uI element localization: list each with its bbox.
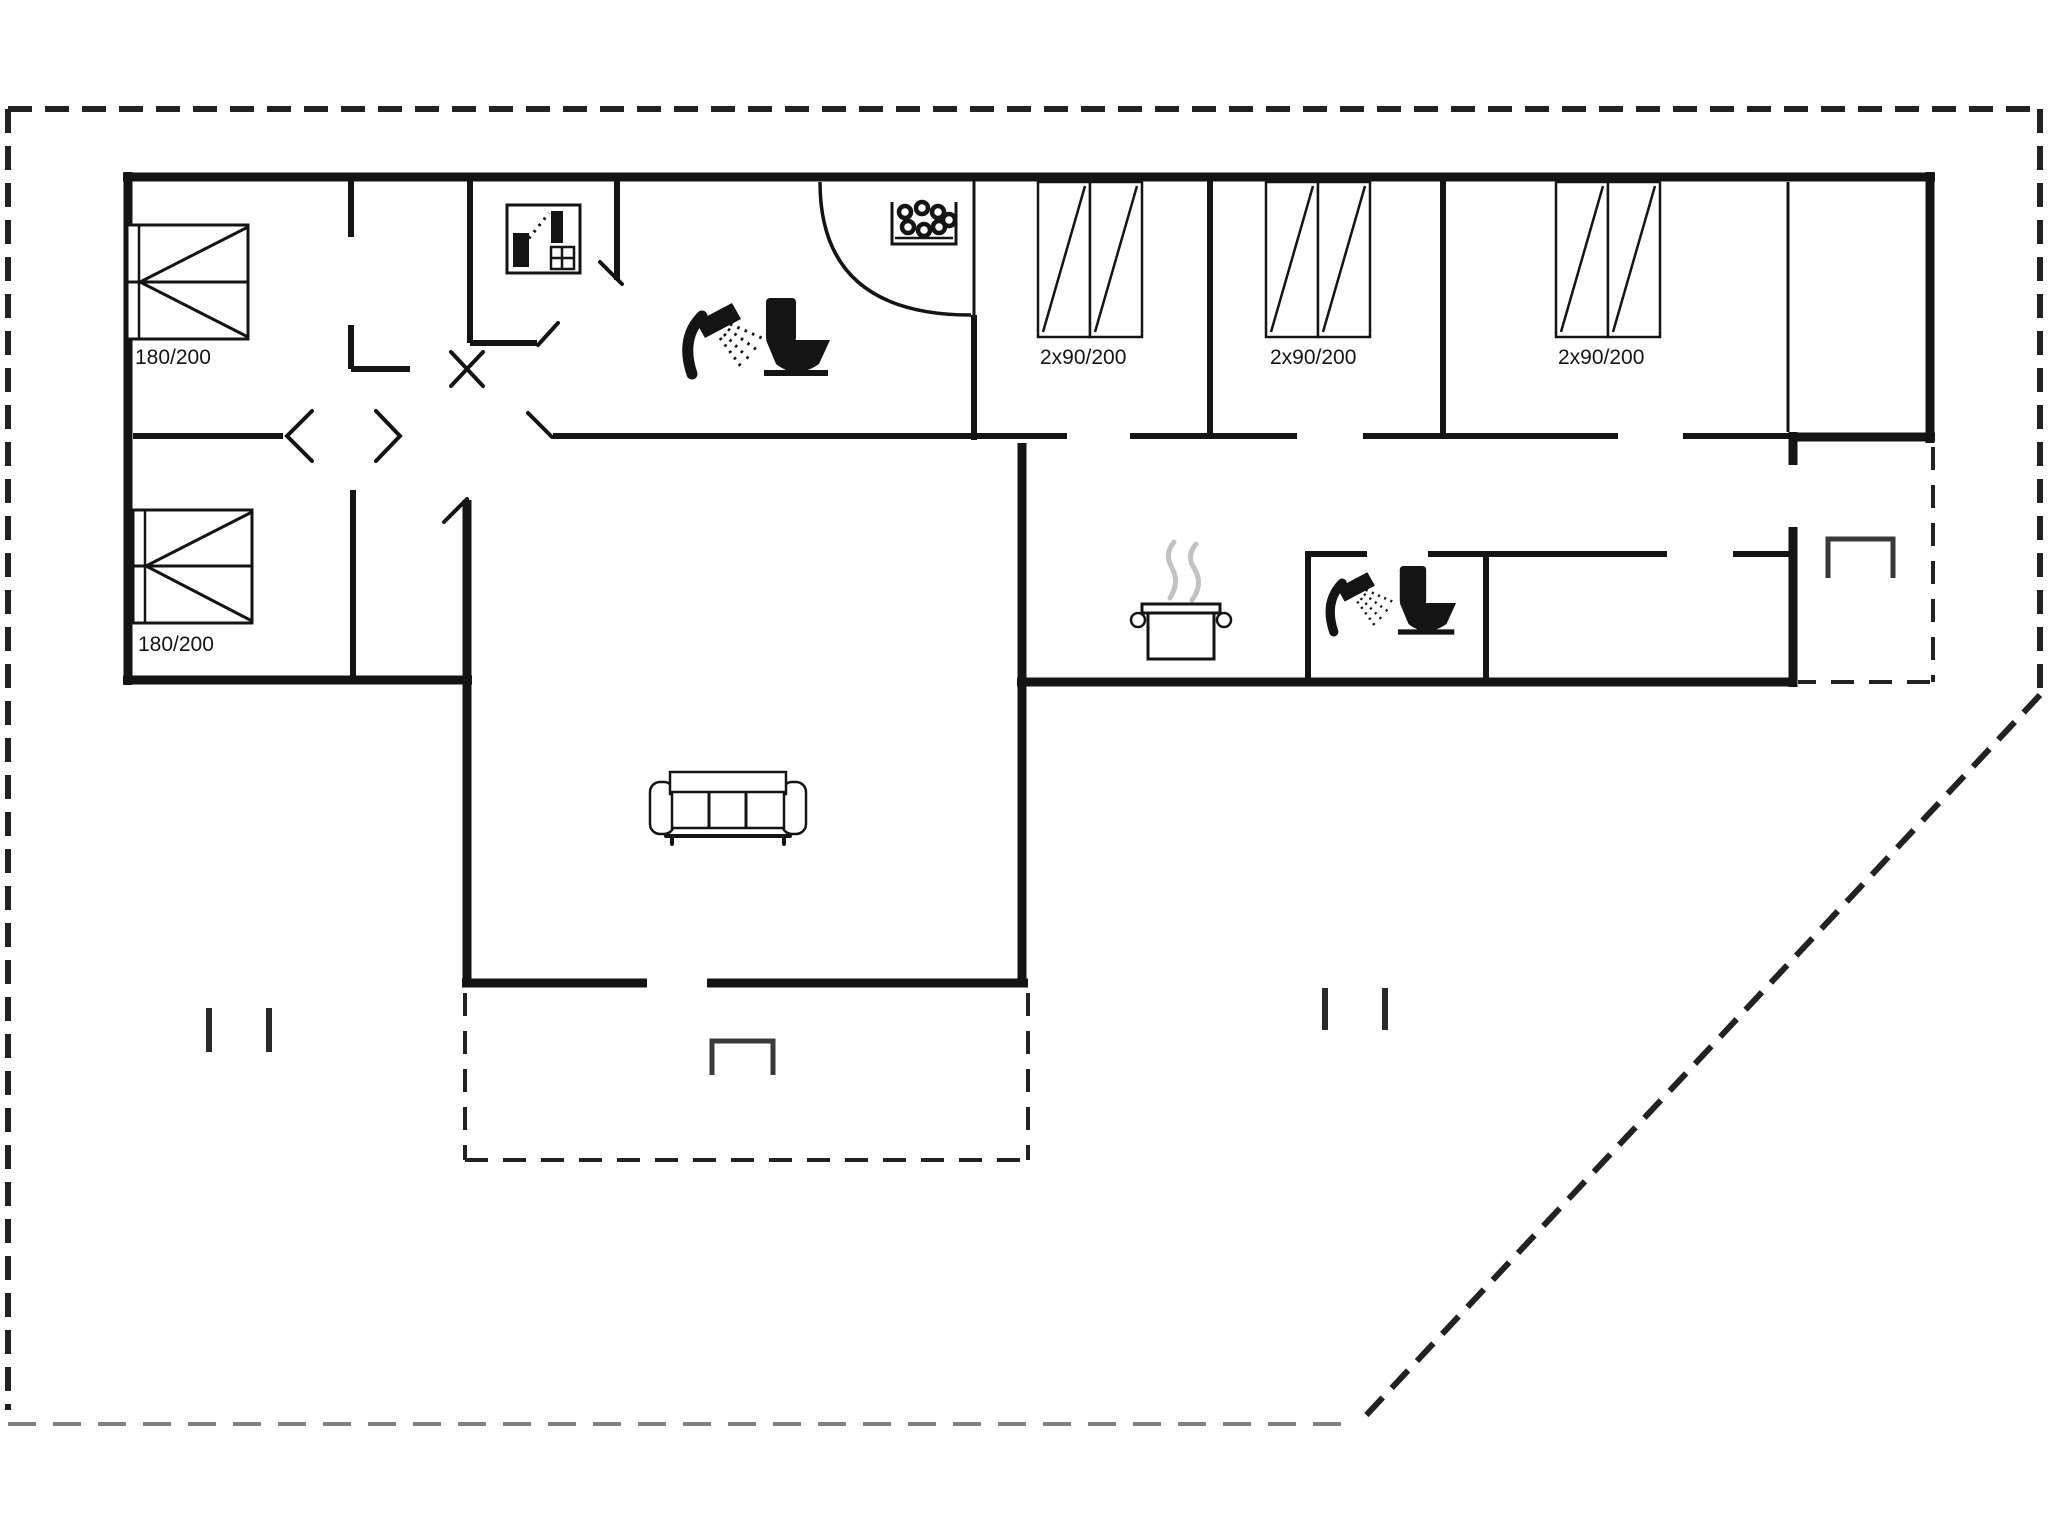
- double-bed-icon: [131, 508, 254, 625]
- bunk-bed-3-size-label: 2x90/200: [1558, 346, 1644, 369]
- sofa-icon: [648, 770, 808, 846]
- bunk-bed-2-size-label: 2x90/200: [1270, 346, 1356, 369]
- interior-walls: [133, 178, 1790, 683]
- terrace-east: [1798, 447, 1935, 684]
- terrace-south: [463, 993, 1030, 1162]
- bunk-bed-icon: [1264, 180, 1372, 339]
- sauna-stove-icon: [890, 199, 958, 246]
- bathroom-door-swing-icon: [818, 180, 976, 317]
- washing-machine-icon: [505, 203, 582, 275]
- bunk-bed-icon: [1554, 180, 1662, 339]
- boundary-tick-icon: [206, 1008, 272, 1052]
- toilet-icon: [1398, 566, 1457, 635]
- exterior-walls: [123, 172, 1935, 988]
- boundary-diagonal: [1355, 692, 2043, 1427]
- shower-icon: [682, 303, 763, 380]
- boundary-tick-icon: [1322, 988, 1388, 1030]
- terrace-step-icon: [709, 1038, 776, 1075]
- double-bed-1-size-label: 180/200: [135, 346, 211, 369]
- bunk-bed-1-size-label: 2x90/200: [1040, 346, 1126, 369]
- cooking-pot-icon: [1129, 539, 1233, 661]
- toilet-icon: [764, 298, 830, 376]
- property-boundary: [5, 106, 2043, 1427]
- bunk-bed-icon: [1036, 180, 1144, 339]
- double-bed-icon: [125, 223, 250, 341]
- double-bed-2-size-label: 180/200: [138, 633, 214, 656]
- terrace-step-icon: [1825, 536, 1896, 578]
- shower-icon: [1325, 572, 1394, 637]
- door-swing-icon: [284, 260, 624, 524]
